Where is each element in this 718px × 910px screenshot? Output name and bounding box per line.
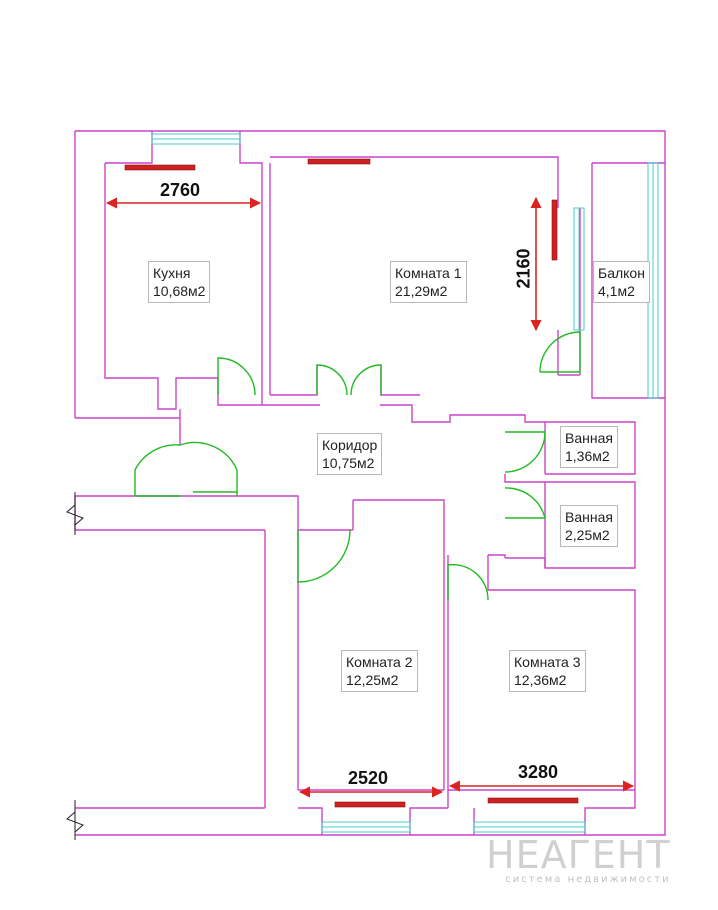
- room-area: 10,68м2: [153, 283, 206, 299]
- radiators: [124, 158, 579, 808]
- watermark-brand: НЕАГЕНТ: [486, 833, 671, 877]
- room-name: Комната 1: [395, 265, 462, 281]
- room-area: 21,29м2: [395, 283, 448, 299]
- room-name: Комната 3: [514, 654, 581, 670]
- room-area: 2,25м2: [565, 527, 610, 543]
- room-label-bath1: Ванная 1,36м2: [560, 426, 618, 468]
- room-name: Комната 2: [346, 654, 413, 670]
- doors: [134, 331, 581, 601]
- dimension-room2-width: 2520: [348, 768, 389, 788]
- watermark-tagline: система недвижимости: [505, 874, 671, 885]
- room-label-room1: Комната 1 21,29м2: [390, 261, 467, 303]
- room-area: 1,36м2: [565, 448, 610, 464]
- watermark: НЕАГЕНТ система недвижимости: [486, 836, 671, 885]
- room-name: Ванная: [565, 430, 613, 446]
- outer-walls: [74, 130, 666, 836]
- windows: [151, 133, 659, 833]
- dimension-kitchen-width: 2760: [160, 180, 201, 200]
- room-label-balcony: Балкон 4,1м2: [593, 261, 650, 303]
- break-marks: [66, 492, 84, 840]
- room-name: Коридор: [322, 437, 378, 453]
- room-label-kitchen: Кухня 10,68м2: [148, 261, 211, 303]
- dimension-room1-height: 2160: [513, 248, 534, 289]
- room-label-corridor: Коридор 10,75м2: [317, 433, 383, 475]
- room-label-bath2: Ванная 2,25м2: [560, 505, 618, 547]
- room-area: 10,75м2: [322, 455, 375, 471]
- interior-walls: [104, 131, 665, 835]
- dimension-lines: [105, 196, 635, 798]
- room-name: Ванная: [565, 509, 613, 525]
- room-area: 12,36м2: [514, 672, 567, 688]
- room-label-room3: Комната 3 12,36м2: [509, 650, 586, 692]
- room-area: 12,25м2: [346, 672, 399, 688]
- room-area: 4,1м2: [598, 283, 635, 299]
- dimension-room3-width: 3280: [518, 762, 559, 782]
- room-label-room2: Комната 2 12,25м2: [341, 650, 418, 692]
- room-name: Кухня: [153, 265, 191, 281]
- room-name: Балкон: [598, 265, 645, 281]
